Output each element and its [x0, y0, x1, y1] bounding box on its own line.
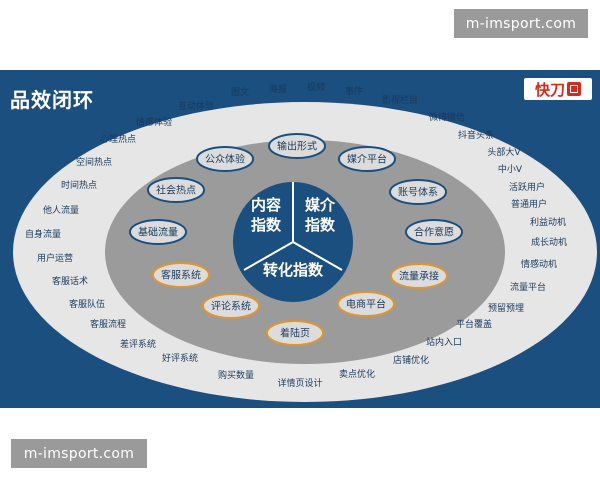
logo-text: 快刀 [534, 80, 565, 99]
outer-ring-label: 头部大V [487, 146, 521, 158]
outer-ring-label: 自身流量 [25, 228, 61, 240]
outer-ring-label: 客服流程 [90, 318, 126, 330]
inner-node-label: 着陆页 [280, 327, 310, 340]
inner-node-label: 流量承接 [399, 270, 439, 283]
inner-node: 电商平台 [337, 291, 395, 317]
outer-ring-label: 活跃用户 [509, 181, 545, 193]
outer-ring-label: 流量平台 [510, 281, 546, 293]
brand-logo: 快刀 [524, 78, 592, 100]
inner-node-label: 媒介平台 [347, 153, 387, 166]
outer-ring-label: 情感体验 [136, 116, 172, 128]
inner-node-label: 基础流量 [138, 226, 178, 239]
content-index-line2: 指数 [251, 216, 282, 234]
watermark-top: m-imsport.com [454, 9, 588, 38]
outer-ring-label: 卖点优化 [339, 368, 375, 380]
outer-ring-label: 事件 [345, 85, 363, 97]
outer-ring-label: 用户运营 [37, 252, 73, 264]
outer-ring-label: 差评系统 [120, 338, 156, 350]
outer-ring-label: 客服话术 [52, 275, 88, 287]
outer-ring-label: 互动体验 [178, 100, 214, 112]
outer-ring-label: 海报 [269, 83, 287, 95]
outer-ring-label: 利益动机 [530, 216, 566, 228]
outer-ring-label: 普通用户 [511, 198, 547, 210]
inner-node-label: 社会热点 [156, 184, 196, 197]
inner-node-label: 输出形式 [277, 140, 317, 153]
core-circle: 内容 指数 媒介 指数 转化指数 [233, 182, 353, 302]
outer-ring-label: 平台覆盖 [456, 318, 492, 330]
outer-ring-label: 图文 [231, 86, 249, 98]
outer-ring-label: 时间热点 [61, 179, 97, 191]
media-index-line2: 指数 [305, 216, 336, 234]
inner-node-label: 合作意愿 [414, 226, 454, 239]
outer-ring-label: 店铺优化 [393, 354, 429, 366]
inner-node: 基础流量 [129, 219, 187, 245]
outer-ring-label: 影视栏目 [382, 94, 418, 106]
logo-badge-icon [567, 82, 581, 96]
diagram-banner: 图文 海报 视频 事件影视栏目微博微信抖音头条头部大V 中小V 活跃用户普通用户利益动机成… [0, 70, 600, 408]
inner-node: 社会热点 [147, 177, 205, 203]
conversion-index: 转化指数 [263, 261, 324, 279]
inner-node-label: 公众体验 [205, 153, 245, 166]
inner-node: 客服系统 [152, 262, 210, 288]
outer-ring-label: 详情页设计 [277, 377, 322, 389]
inner-node: 评论系统 [202, 293, 260, 319]
media-index-line1: 媒介 [305, 196, 336, 214]
outer-ring-label: 中小V [498, 163, 523, 175]
outer-ring-label: 客服队伍 [69, 298, 105, 310]
outer-ring-label: 成长动机 [531, 236, 567, 248]
inner-node-label: 电商平台 [346, 298, 386, 311]
outer-ring-label: 他人流量 [43, 204, 79, 216]
outer-ring-label: 心理热点 [100, 133, 136, 145]
inner-node-label: 客服系统 [161, 269, 201, 282]
outer-ring-label: 抖音头条 [458, 129, 494, 141]
inner-node-label: 账号体系 [398, 187, 438, 199]
inner-node-label: 评论系统 [211, 300, 251, 313]
outer-ring-label: 空间热点 [76, 156, 112, 168]
outer-ring-label: 预留预埋 [488, 302, 524, 314]
inner-node: 公众体验 [196, 146, 254, 172]
inner-node: 账号体系 [389, 179, 447, 205]
inner-node: 流量承接 [390, 263, 448, 289]
outer-ring-label: 站内入口 [426, 336, 462, 348]
outer-ring-label: 情感动机 [521, 258, 557, 270]
watermark-bottom: m-imsport.com [11, 439, 147, 468]
inner-node: 输出形式 [268, 133, 326, 159]
outer-ring-label: 好评系统 [162, 352, 198, 364]
inner-node: 合作意愿 [405, 219, 463, 245]
outer-ring-label: 购买数量 [218, 369, 254, 381]
content-index-line1: 内容 [251, 196, 281, 214]
inner-node: 媒介平台 [338, 146, 396, 172]
outer-ring-label: 微博微信 [429, 111, 465, 123]
page-title: 品效闭环 [10, 88, 94, 112]
outer-ring-label: 视频 [307, 81, 325, 93]
inner-node: 着陆页 [266, 320, 324, 346]
